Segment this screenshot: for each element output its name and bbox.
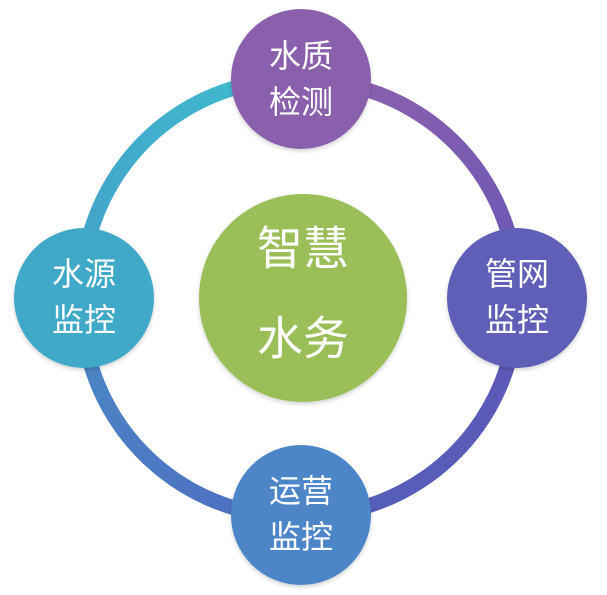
node-water-source-line1: 水源: [52, 255, 116, 293]
node-pipe-network-monitoring: 管网 监控: [447, 228, 587, 368]
center-node: 智慧 水务: [199, 194, 407, 402]
center-label-line1: 智慧: [257, 222, 349, 276]
node-water-quality-monitoring: 水质 检测: [231, 9, 371, 149]
node-pipe-network-line1: 管网: [485, 255, 549, 293]
node-operations-line2: 监控: [269, 518, 333, 556]
node-water-quality-line1: 水质: [269, 37, 333, 75]
node-water-source-monitoring: 水源 监控: [14, 228, 154, 368]
node-operations-line1: 运营: [269, 472, 333, 510]
center-label-line2: 水务: [257, 312, 349, 366]
node-pipe-network-line2: 监控: [485, 301, 549, 339]
node-water-source-line2: 监控: [52, 301, 116, 339]
node-water-quality-line2: 检测: [269, 83, 333, 121]
node-operations-monitoring: 运营 监控: [231, 445, 371, 585]
